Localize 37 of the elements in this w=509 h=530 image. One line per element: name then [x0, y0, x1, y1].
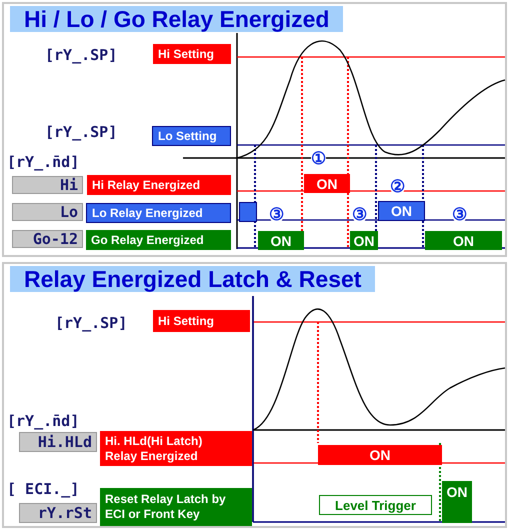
on-state-bar: ON [425, 231, 502, 250]
parameter-code: [ ECI._] [7, 480, 80, 498]
parameter-code: [rY_.n̄d] [7, 153, 80, 171]
display-readout: Go-12 [12, 230, 83, 248]
callout-number: ③ [352, 206, 367, 223]
on-state-bar: ON [304, 174, 350, 193]
callout-number: ② [390, 178, 405, 195]
signal-bar [239, 202, 257, 222]
relay-label: Hi Relay Energized [87, 175, 231, 195]
parameter-code: [rY_.SP] [55, 314, 128, 332]
relay-label: Hi. HLd(Hi Latch) Relay Energized [100, 431, 252, 466]
parameter-code: [rY_.SP] [45, 123, 118, 141]
setpoint-label: Hi Setting [153, 44, 231, 64]
panel-heading: Relay Energized Latch & Reset [10, 266, 376, 292]
trigger-note: Level Trigger [319, 495, 432, 515]
relay-label: Lo Relay Energized [86, 203, 231, 223]
display-readout: rY.rSt [19, 503, 97, 523]
on-state-bar: ON [378, 201, 425, 221]
relay-label: Go Relay Energized [86, 230, 231, 250]
callout-number: ① [311, 150, 326, 167]
panel-heading: Hi / Lo / Go Relay Energized [10, 6, 344, 32]
parameter-code: [rY_.n̄d] [7, 412, 80, 430]
on-state-bar: ON [258, 231, 304, 250]
callout-number: ③ [452, 206, 467, 223]
display-readout: Hi [12, 176, 83, 194]
display-readout: Lo [12, 203, 83, 221]
callout-number: ③ [269, 206, 284, 223]
display-readout: Hi.HLd [19, 432, 97, 452]
setpoint-label: Hi Setting [153, 310, 250, 332]
diagram-panel [2, 262, 507, 528]
setpoint-label: Lo Setting [152, 126, 231, 146]
parameter-code: [rY_.SP] [45, 46, 118, 64]
on-state-bar: ON [442, 481, 472, 523]
on-state-bar: ON [350, 231, 378, 250]
on-state-bar: ON [318, 445, 442, 465]
diagram-panel [2, 2, 507, 257]
reset-label: Reset Relay Latch by ECI or Front Key [100, 488, 252, 526]
